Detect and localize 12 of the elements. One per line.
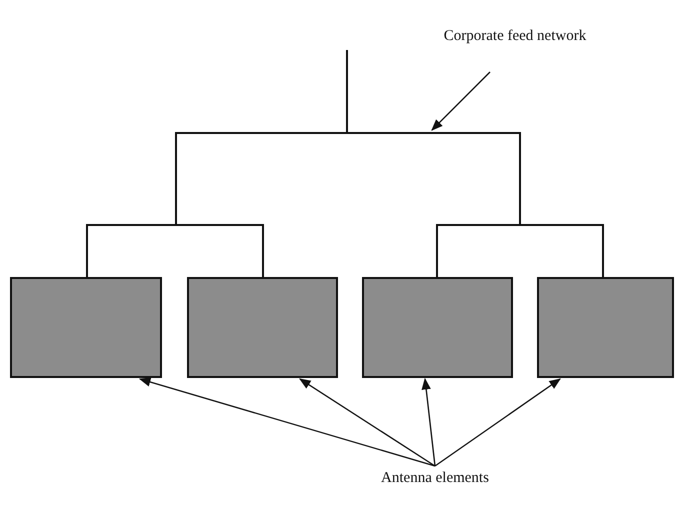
antenna-element-box <box>10 277 162 378</box>
leader-line <box>431 72 490 131</box>
antenna-element-box <box>187 277 338 378</box>
arrow <box>434 378 561 467</box>
arrow <box>422 378 436 466</box>
antenna-element-box <box>537 277 674 378</box>
arrow <box>138 378 436 467</box>
antenna-element-box <box>362 277 513 378</box>
callout-text: Antenna elements <box>335 470 535 487</box>
feed-line <box>346 50 604 277</box>
arrow <box>299 378 436 467</box>
callout-text: Corporate feed network <box>435 28 595 45</box>
